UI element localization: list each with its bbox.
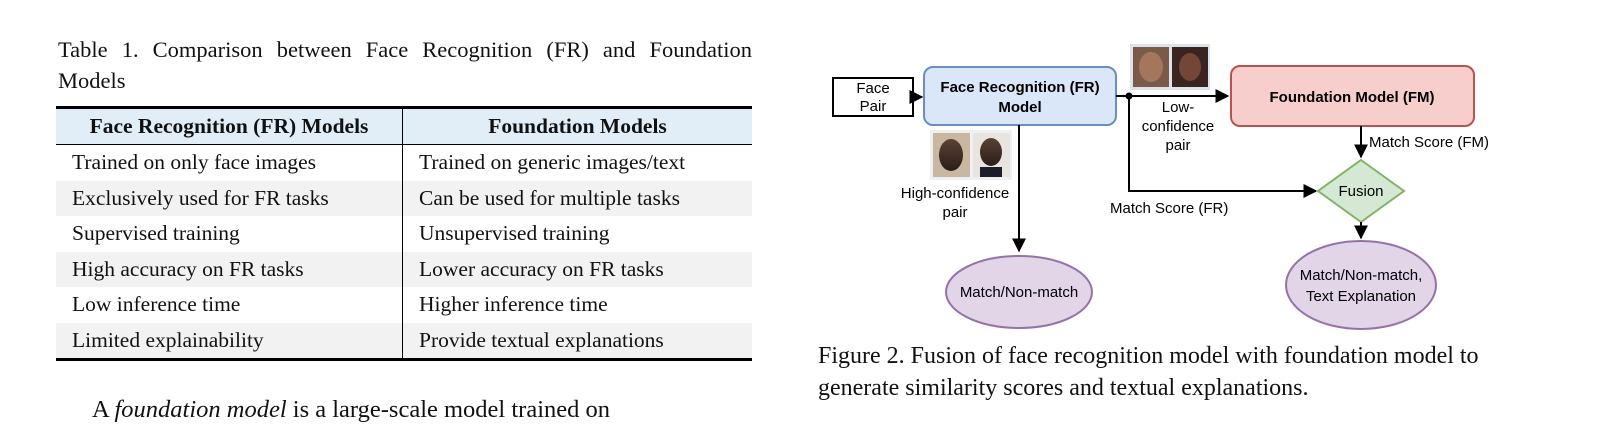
fm-output-label-line2: Text Explanation — [1306, 288, 1416, 305]
comparison-table: Face Recognition (FR) Models Foundation … — [56, 106, 752, 361]
table-row: High accuracy on FR tasks Lower accuracy… — [56, 251, 752, 287]
table-cell-fr: Limited explainability — [56, 322, 403, 360]
table-header-row: Face Recognition (FR) Models Foundation … — [56, 107, 752, 145]
high-conf-face-2-suit — [980, 167, 1002, 177]
low-conf-face-1-blur — [1139, 52, 1163, 82]
table-row: Trained on only face images Trained on g… — [56, 144, 752, 181]
high-conf-face-1-head — [939, 139, 963, 171]
fr-output-label: Match/Non-match — [960, 284, 1078, 301]
face-pair-label-line1: Face — [856, 80, 889, 97]
table-cell-fm: Lower accuracy on FR tasks — [419, 256, 664, 281]
face-pair-label-line2: Pair — [860, 98, 887, 115]
table-cell-fr: Low inference time — [56, 287, 403, 323]
low-conf-face-2-blur — [1179, 53, 1201, 81]
table-cell-fm: Trained on generic images/text — [419, 150, 686, 175]
body-paragraph: A foundation model is a large-scale mode… — [58, 393, 752, 427]
table-cell-fm: Provide textual explanations — [419, 327, 664, 352]
match-score-fm-label: Match Score (FM) — [1369, 134, 1489, 151]
fr-model-label-line2: Model — [998, 99, 1041, 116]
low-conf-label-line3: pair — [1165, 137, 1190, 154]
high-conf-label-line1: High-confidence — [901, 185, 1009, 202]
table-row: Low inference time Higher inference time — [56, 287, 752, 323]
high-conf-face-2-head — [980, 138, 1002, 166]
table-cell-fm: Can be used for multiple tasks — [419, 185, 680, 210]
face-pair-box — [832, 77, 914, 117]
low-conf-label-line1: Low- — [1162, 99, 1195, 116]
header-fr-models: Face Recognition (FR) Models — [56, 107, 403, 145]
body-text-emphasis: foundation model — [114, 396, 287, 423]
fusion-diagram: Face Pair Face Recognition (FR) Model Lo… — [820, 30, 1540, 340]
body-text-prefix: A — [92, 396, 115, 423]
figure-caption: Figure 2. Fusion of face recognition mod… — [818, 343, 1479, 401]
low-conf-label-line2: confidence — [1142, 118, 1215, 135]
fm-model-label: Foundation Model (FM) — [1270, 89, 1435, 106]
fm-output-node — [1285, 240, 1437, 330]
table-cell-fm: Higher inference time — [419, 292, 608, 317]
fusion-label: Fusion — [1338, 183, 1383, 200]
header-foundation-models: Foundation Models — [488, 114, 667, 138]
fr-model-label-line1: Face Recognition (FR) — [940, 79, 1099, 96]
fr-output-node — [945, 255, 1093, 329]
table-row: Exclusively used for FR tasks Can be use… — [56, 180, 752, 216]
low-confidence-face-images — [1130, 44, 1210, 90]
high-conf-label-line2: pair — [942, 204, 967, 221]
table-row: Limited explainability Provide textual e… — [56, 322, 752, 360]
high-confidence-face-images — [930, 130, 1012, 180]
arrow-junction-to-fusion — [1128, 96, 1318, 198]
table-caption: Table 1. Comparison between Face Recogni… — [58, 37, 752, 93]
table-cell-fr: High accuracy on FR tasks — [56, 251, 403, 287]
fm-output-label-line1: Match/Non-match, — [1300, 267, 1423, 284]
table-cell-fr: Trained on only face images — [56, 144, 403, 181]
table-cell-fr: Exclusively used for FR tasks — [56, 180, 403, 216]
table-cell-fm: Unsupervised training — [419, 221, 610, 246]
fr-model-box — [923, 66, 1117, 126]
table-cell-fr: Supervised training — [56, 216, 403, 252]
body-text-suffix: is a large-scale model trained on — [286, 396, 611, 423]
match-score-fr-label: Match Score (FR) — [1110, 200, 1228, 217]
table-row: Supervised training Unsupervised trainin… — [56, 216, 752, 252]
fm-model-box — [1230, 65, 1475, 127]
fusion-diagram-svg: Face Pair Face Recognition (FR) Model Lo… — [832, 44, 1489, 330]
